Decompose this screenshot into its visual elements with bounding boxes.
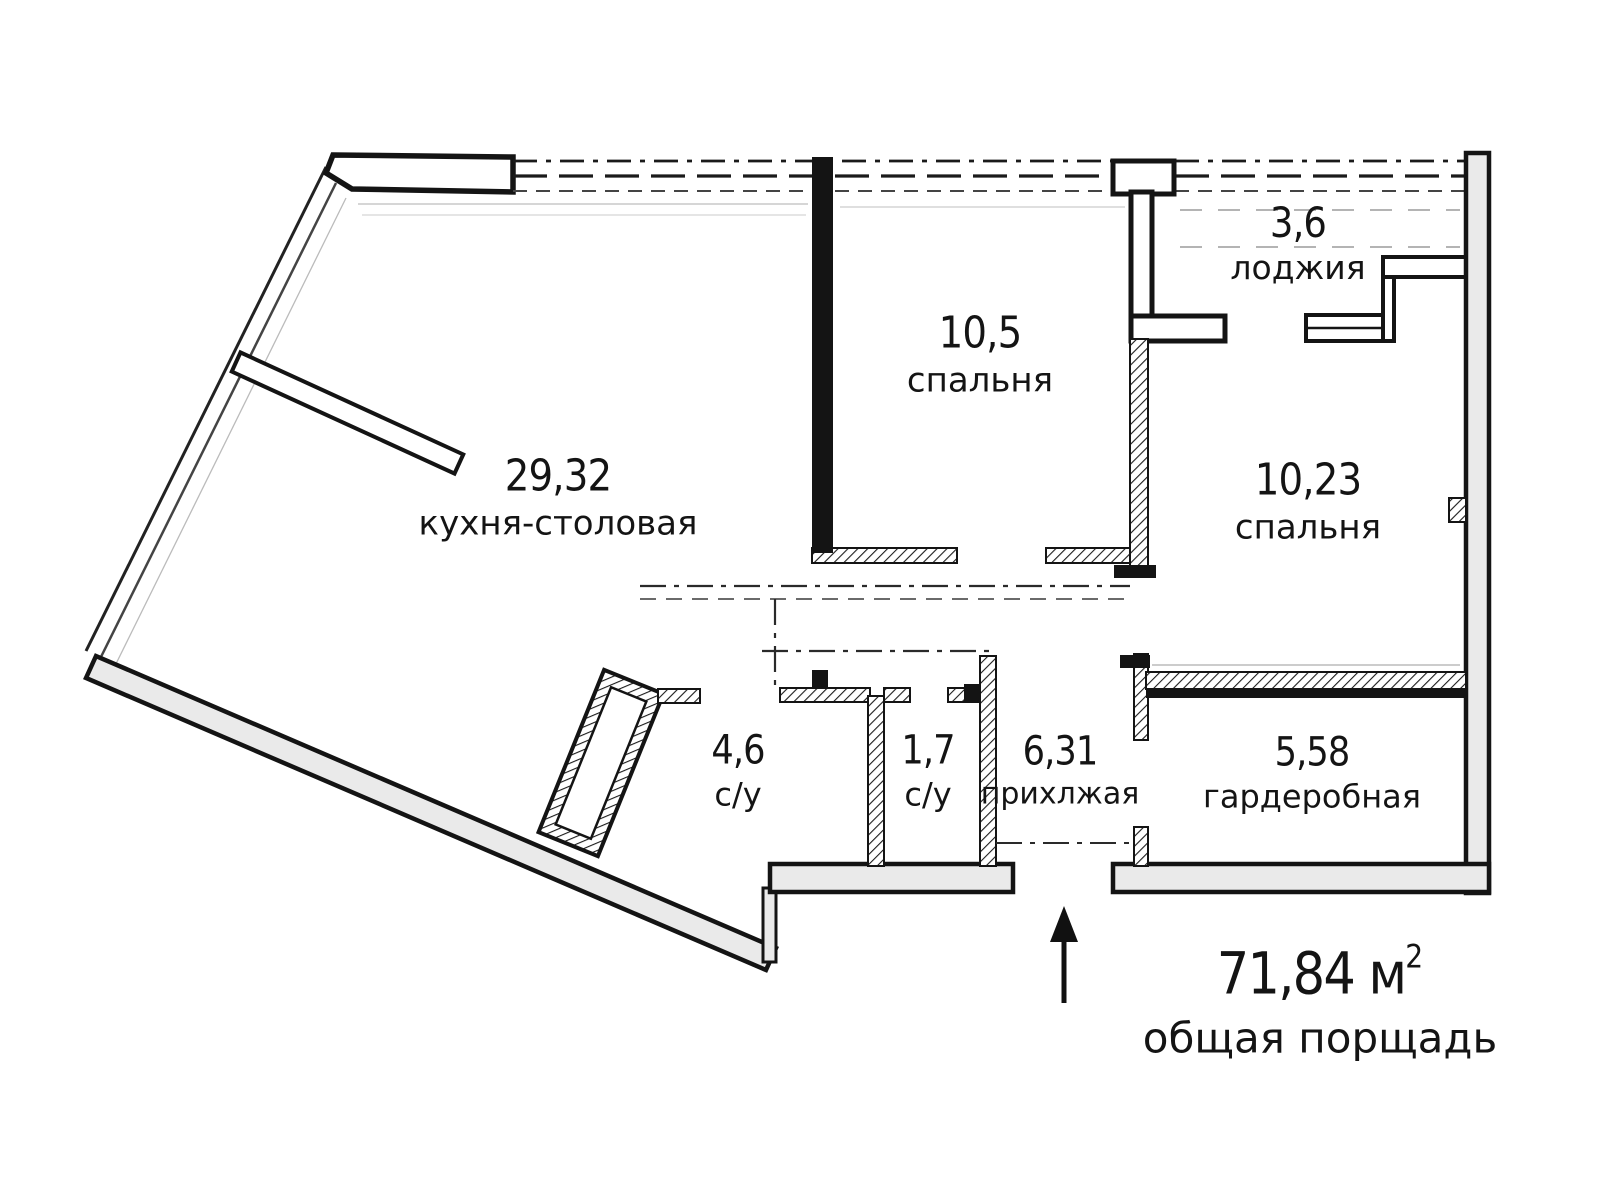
room-label-bathroom-2: 1,7 с/у <box>898 727 959 814</box>
zone-dashed-lines <box>640 584 1134 844</box>
bedrooms-partition-wall <box>1129 338 1149 568</box>
bath1-top-wall-right <box>779 687 871 703</box>
room-area: 6,31 <box>1022 728 1099 775</box>
room-label-hallway: 6,31 прихлжая <box>980 728 1140 812</box>
exterior-step <box>761 886 778 964</box>
room-label-bedroom-1: 10,5 спальня <box>907 309 1053 398</box>
left-glazing-wall <box>84 166 347 681</box>
room-name: спальня <box>1234 506 1382 547</box>
room-area: 3,6 <box>1269 198 1327 248</box>
room-area: 29,32 <box>504 450 612 502</box>
room-name: спальня <box>906 359 1054 400</box>
partition-foot <box>1114 565 1156 578</box>
room-area: 10,23 <box>1254 454 1362 506</box>
room-name: гардеробная <box>1203 777 1421 816</box>
room-area: 5,58 <box>1274 729 1351 776</box>
room-name: прихлжая <box>980 776 1140 812</box>
room-name: кухня-столовая <box>418 502 698 543</box>
top-left-window-block <box>322 152 516 195</box>
right-exterior-wall <box>1463 150 1492 896</box>
interior-walls-hatched <box>657 338 1467 867</box>
total-area-value: 71,84 м2 <box>1216 937 1424 1008</box>
room-label-wardrobe: 5,58 гардеробная <box>1203 729 1421 816</box>
kitchen-bedroom1-wall <box>812 157 833 553</box>
hallway-east-wall-lower <box>1133 826 1149 867</box>
hallway-east-wall-cap <box>1120 655 1150 668</box>
room-name: лоджия <box>1230 248 1366 288</box>
loggia-window-band <box>1175 159 1466 248</box>
solid-walls <box>812 157 1466 702</box>
room-area: 10,5 <box>938 307 1023 359</box>
room-label-bathroom-1: 4,6 с/у <box>708 727 769 814</box>
bath1-door-post <box>812 670 828 688</box>
bath2-top-wall-left <box>883 687 911 703</box>
room-label-kitchen-dining: 29,32 кухня-столовая <box>419 452 698 541</box>
bedroom1-bottom-wall-left <box>811 547 958 564</box>
room-area: 1,7 <box>901 727 955 774</box>
exterior-walls <box>83 150 1492 973</box>
wall-between-bathrooms <box>867 695 885 867</box>
right-wall-pilaster <box>1448 497 1467 523</box>
square-meter-sup: 2 <box>1405 937 1424 976</box>
loggia-bottom-wall <box>1128 255 1468 344</box>
bottom-right-exterior-wall <box>1110 861 1492 895</box>
hallway-west-wall-post <box>964 684 980 702</box>
bath1-top-wall-left <box>657 688 701 704</box>
wardrobe-top-wall-line <box>1146 689 1466 698</box>
hallway-west-wall <box>979 655 997 867</box>
loggia-left-pillar <box>1110 158 1177 321</box>
entrance-arrow <box>1050 906 1078 1003</box>
room-label-bedroom-2: 10,23 спальня <box>1235 456 1381 545</box>
bottom-entry-wall <box>767 861 1016 895</box>
room-name: с/у <box>904 775 952 814</box>
total-area-label: 71,84 м2 общая порщадь <box>1142 937 1498 1063</box>
bathroom-shaft <box>535 667 667 859</box>
total-area-caption: общая порщадь <box>1142 1013 1498 1063</box>
wardrobe-top-wall <box>1145 671 1467 690</box>
kitchen-island-counter <box>229 349 466 477</box>
room-area: 4,6 <box>711 727 765 774</box>
room-label-loggia: 3,6 лоджия <box>1230 200 1365 286</box>
room-name: с/у <box>714 775 762 814</box>
